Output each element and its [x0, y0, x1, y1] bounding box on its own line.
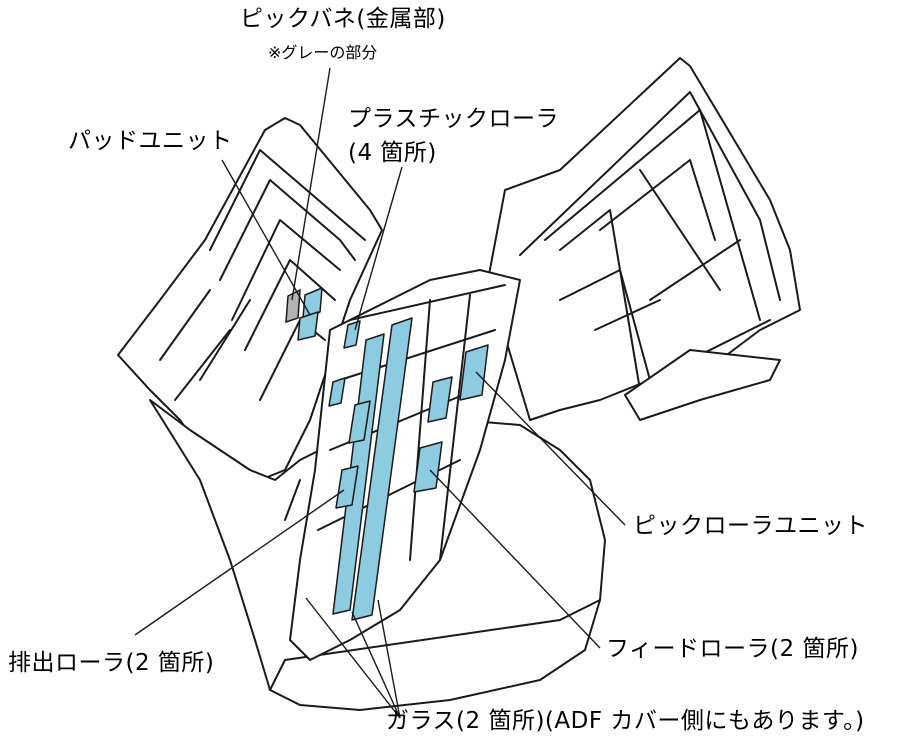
- label-pad-unit: パッドユニット: [68, 128, 233, 154]
- leader-glass-1: [377, 599, 401, 719]
- leader-pick-roller-unit: [475, 371, 626, 526]
- leader-feed-roller: [429, 469, 601, 649]
- label-glass: ガラス(2 箇所)(ADF カバー側にもあります。): [386, 708, 865, 734]
- leader-glass-2: [305, 597, 401, 719]
- stacker-extension: [624, 349, 781, 421]
- plastic-roller-part-2: [328, 377, 346, 407]
- eject-roller-part: [335, 465, 359, 509]
- glass-part: [351, 317, 413, 621]
- leader-eject-roller: [134, 489, 345, 636]
- feed-roller-part-2: [427, 376, 453, 423]
- label-feed-roller: フィードローラ(2 箇所): [606, 636, 859, 662]
- label-pick-spring: ピックバネ(金属部): [240, 6, 446, 32]
- label-plastic-roller-count: (4 箇所): [348, 140, 437, 166]
- pick-roller-part: [459, 344, 489, 401]
- label-pick-spring-note: ※グレーの部分: [268, 43, 378, 62]
- eject-roller-part-2: [348, 400, 371, 444]
- leader-plastic-roller: [354, 166, 403, 331]
- label-plastic-roller: プラスチックローラ: [348, 106, 560, 132]
- feed-roller-part: [413, 441, 443, 493]
- pad-unit-part-2: [297, 311, 319, 341]
- leader-pad-unit: [221, 159, 311, 316]
- glass-part-2: [332, 333, 385, 615]
- pick-spring-part: [285, 288, 301, 324]
- leader-glass-3: [351, 611, 401, 719]
- label-eject-roller: 排出ローラ(2 箇所): [8, 650, 215, 676]
- label-pick-roller-unit: ピックローラユニット: [633, 513, 868, 539]
- leader-pick-spring: [291, 67, 331, 301]
